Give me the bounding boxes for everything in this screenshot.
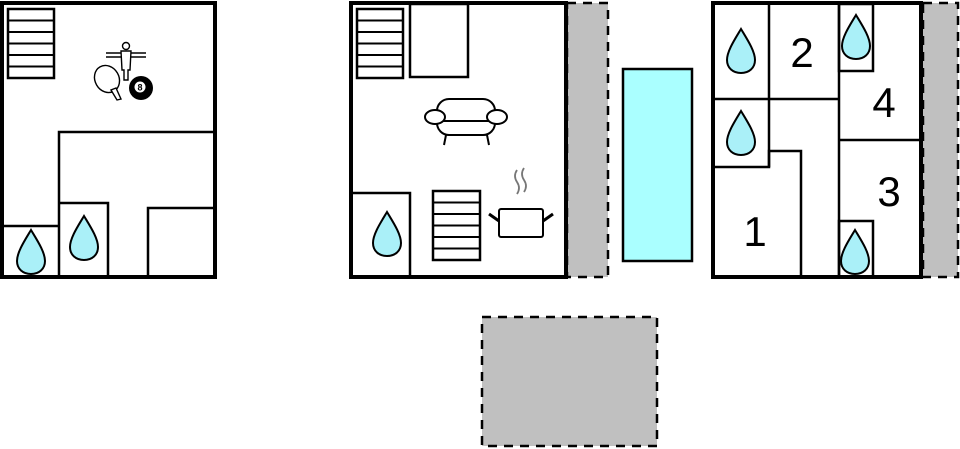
bathroom-box xyxy=(837,2,875,73)
floor-ground xyxy=(349,1,610,279)
billiard-ball-icon: 8 xyxy=(129,76,153,100)
stairs-icon xyxy=(431,189,482,262)
bathroom-wall xyxy=(59,201,110,277)
water-drop-icon xyxy=(372,211,402,257)
cooking-pot-icon xyxy=(488,167,554,238)
ball-number: 8 xyxy=(137,83,142,93)
stairs-icon xyxy=(355,7,405,80)
water-drop-icon xyxy=(841,14,871,60)
room-wall xyxy=(146,206,213,277)
bedroom-3-label: 3 xyxy=(877,168,900,215)
ping-pong-icon xyxy=(93,64,122,101)
floor-upper: 1 2 3 4 xyxy=(711,1,960,279)
terrace xyxy=(565,1,610,279)
bathroom-box xyxy=(837,219,875,279)
patio xyxy=(480,315,659,448)
stairs-icon xyxy=(6,7,56,80)
room-box xyxy=(408,2,470,79)
table-football-icon xyxy=(106,41,146,81)
pool xyxy=(621,67,694,263)
water-drop-icon xyxy=(726,28,756,74)
water-drop-icon xyxy=(726,110,756,156)
games-room-wall xyxy=(57,130,213,277)
bathroom-wall xyxy=(353,191,412,277)
bedroom-1-label: 1 xyxy=(743,208,766,255)
sofa-icon xyxy=(424,98,508,146)
bedroom-4-label: 4 xyxy=(872,79,895,126)
water-drop-icon xyxy=(16,229,46,275)
water-drop-icon xyxy=(69,215,99,261)
terrace xyxy=(921,1,960,279)
bedroom-2-label: 2 xyxy=(790,29,813,76)
water-drop-icon xyxy=(840,229,870,275)
floor-basement: 8 xyxy=(0,1,217,279)
